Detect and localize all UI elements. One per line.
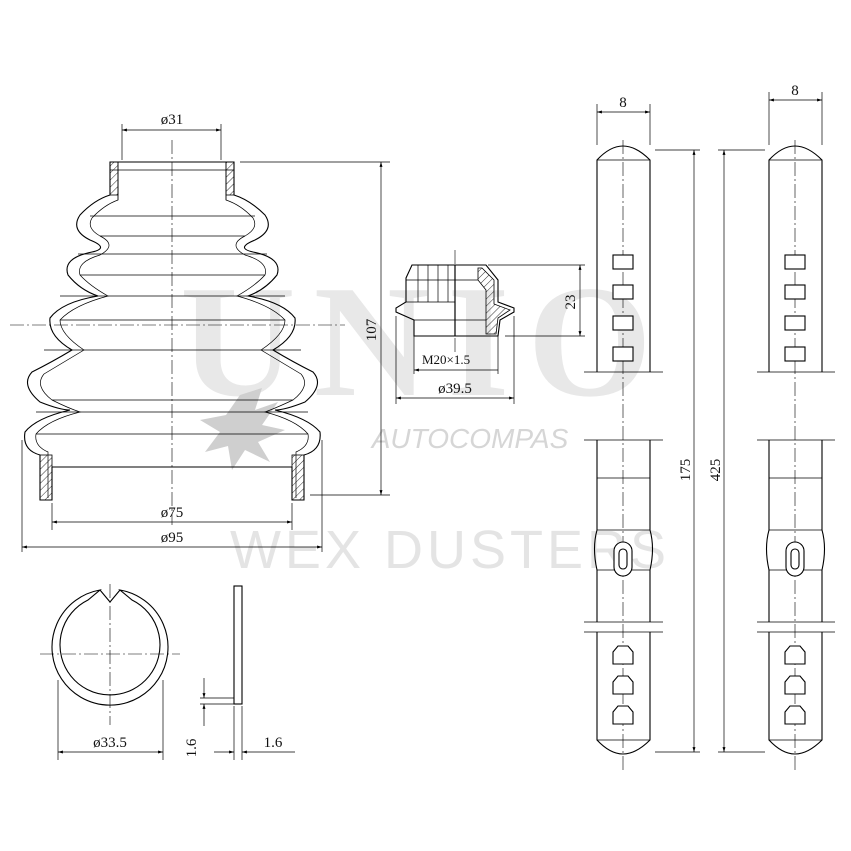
nut-height-label: 23: [563, 295, 579, 310]
watermark-logo-icon: [200, 388, 285, 470]
clamp-band-2-drawing: [757, 140, 835, 770]
clamp-length-short-label: 175: [678, 459, 694, 482]
boot-outer-diameter-label: ø95: [161, 530, 184, 546]
clamp-1-dimensions: 8 175: [596, 95, 700, 753]
nut-drawing: [395, 250, 515, 355]
watermark-subtitle: WEX DUSTERS: [230, 520, 670, 580]
ring-diameter-label: ø33.5: [93, 735, 127, 751]
nut-dimensions: 23 M20×1.5 ø39.5: [395, 264, 585, 404]
nut-diameter-label: ø39.5: [438, 381, 472, 397]
ring-thickness-label: 1.6: [264, 735, 283, 751]
boot-length-label: 107: [364, 318, 380, 341]
clamp-width-1-label: 8: [619, 95, 627, 111]
cv-boot-drawing: [10, 140, 345, 525]
ring-dimensions: ø33.5: [57, 680, 164, 760]
clamp-band-1-drawing: [584, 140, 663, 770]
clamp-2-dimensions: 8 425: [708, 83, 823, 753]
clamp-length-long-label: 425: [708, 459, 724, 482]
nut-thread-label: M20×1.5: [422, 352, 470, 367]
boot-dimensions: ø31 107 ø75 ø95: [21, 112, 390, 552]
clamp-width-2-label: 8: [791, 83, 799, 99]
split-ring-drawing: [40, 584, 180, 725]
ring-section-drawing: 1.6 1.6: [184, 585, 295, 760]
boot-small-diameter-label: ø31: [161, 112, 184, 128]
boot-inner-diameter-label: ø75: [161, 505, 184, 521]
watermark-logo-text: AUTOCOMPAS: [370, 423, 569, 454]
ring-height-label: 1.6: [184, 738, 200, 757]
